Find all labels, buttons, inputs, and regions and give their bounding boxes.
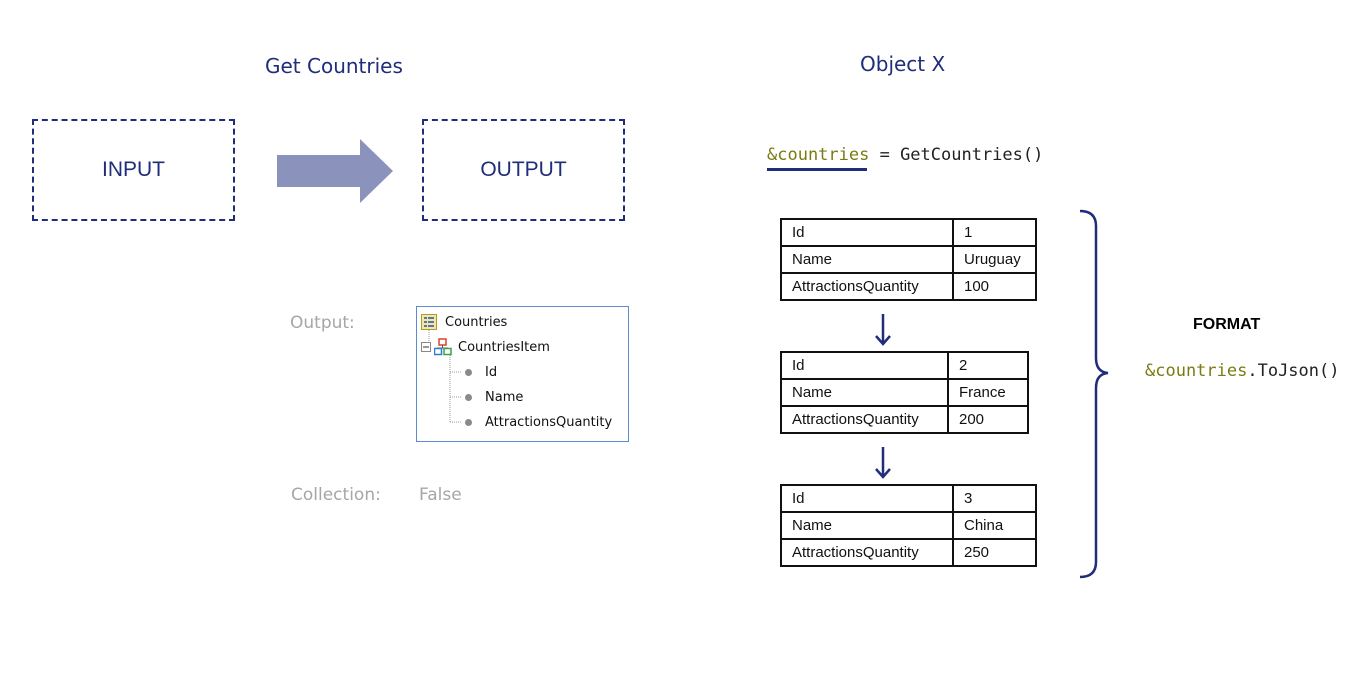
output-label: OUTPUT: [480, 158, 567, 181]
tree-root-label: Countries: [445, 314, 508, 330]
input-box: INPUT: [32, 119, 235, 221]
tree-field-label: AttractionsQuantity: [485, 414, 613, 430]
down-arrow-icon: [875, 447, 891, 479]
input-label: INPUT: [102, 158, 165, 181]
record-key: Id: [780, 351, 949, 380]
tree-field-id[interactable]: Id: [465, 362, 497, 382]
tree-root[interactable]: Countries: [421, 312, 507, 332]
tojson-variable: &countries: [1145, 361, 1248, 381]
table-row: AttractionsQuantity 200: [780, 405, 1029, 434]
bullet-icon: [465, 418, 472, 426]
record-value: China: [952, 511, 1037, 540]
tree-field-name[interactable]: Name: [465, 387, 523, 407]
down-arrow-icon: [875, 314, 891, 346]
record-table-1: Id 1 Name Uruguay AttractionsQuantity 10…: [780, 218, 1037, 301]
record-value: 100: [952, 272, 1037, 301]
bullet-icon: [465, 393, 472, 401]
bullet-icon: [465, 368, 472, 376]
collection-caption: Collection:: [291, 485, 381, 505]
right-arrow-icon: [277, 139, 393, 203]
record-table-2: Id 2 Name France AttractionsQuantity 200: [780, 351, 1029, 434]
tojson-method: .ToJson(): [1247, 361, 1340, 381]
table-row: AttractionsQuantity 100: [780, 272, 1037, 301]
record-value: 200: [947, 405, 1029, 434]
table-row: Name France: [780, 378, 1029, 407]
output-box: OUTPUT: [422, 119, 625, 221]
tree-item[interactable]: CountriesItem: [421, 337, 550, 357]
record-value: 250: [952, 538, 1037, 567]
record-key: Id: [780, 218, 954, 247]
record-key: Name: [780, 378, 949, 407]
record-key: Name: [780, 245, 954, 274]
sdt-icon: [421, 314, 437, 330]
record-key: AttractionsQuantity: [780, 272, 954, 301]
table-row: Id 1: [780, 218, 1037, 247]
table-row: Name China: [780, 511, 1037, 540]
record-key: AttractionsQuantity: [780, 538, 954, 567]
collection-value: False: [419, 485, 462, 505]
assignment-code: &countries = GetCountries(): [767, 145, 1043, 165]
tree-item-label: CountriesItem: [458, 339, 550, 355]
output-caption: Output:: [290, 313, 355, 333]
tree-field-label: Id: [485, 364, 498, 380]
table-row: Name Uruguay: [780, 245, 1037, 274]
record-key: Name: [780, 511, 954, 540]
format-label: FORMAT: [1193, 316, 1261, 333]
get-countries-title: Get Countries: [265, 54, 403, 78]
record-value: France: [947, 378, 1029, 407]
table-row: Id 3: [780, 484, 1037, 513]
curly-brace-icon: [1079, 209, 1109, 579]
tojson-code: &countries.ToJson(): [1145, 361, 1339, 381]
record-value: 3: [952, 484, 1037, 513]
variable-underline: [767, 168, 867, 171]
table-row: AttractionsQuantity 250: [780, 538, 1037, 567]
collapse-icon[interactable]: [421, 342, 431, 352]
tree-field-label: Name: [485, 389, 524, 405]
table-row: Id 2: [780, 351, 1029, 380]
record-value: 2: [947, 351, 1029, 380]
tree-field-attractions-quantity[interactable]: AttractionsQuantity: [465, 412, 612, 432]
output-structure-tree: Countries CountriesItem Id Name Attract: [416, 306, 629, 442]
countries-variable: &countries: [767, 145, 870, 165]
object-x-title: Object X: [860, 52, 946, 76]
record-value: 1: [952, 218, 1037, 247]
record-key: AttractionsQuantity: [780, 405, 949, 434]
assignment-rest: = GetCountries(): [869, 145, 1044, 165]
record-key: Id: [780, 484, 954, 513]
collection-item-icon: [434, 338, 452, 356]
record-table-3: Id 3 Name China AttractionsQuantity 250: [780, 484, 1037, 567]
record-value: Uruguay: [952, 245, 1037, 274]
